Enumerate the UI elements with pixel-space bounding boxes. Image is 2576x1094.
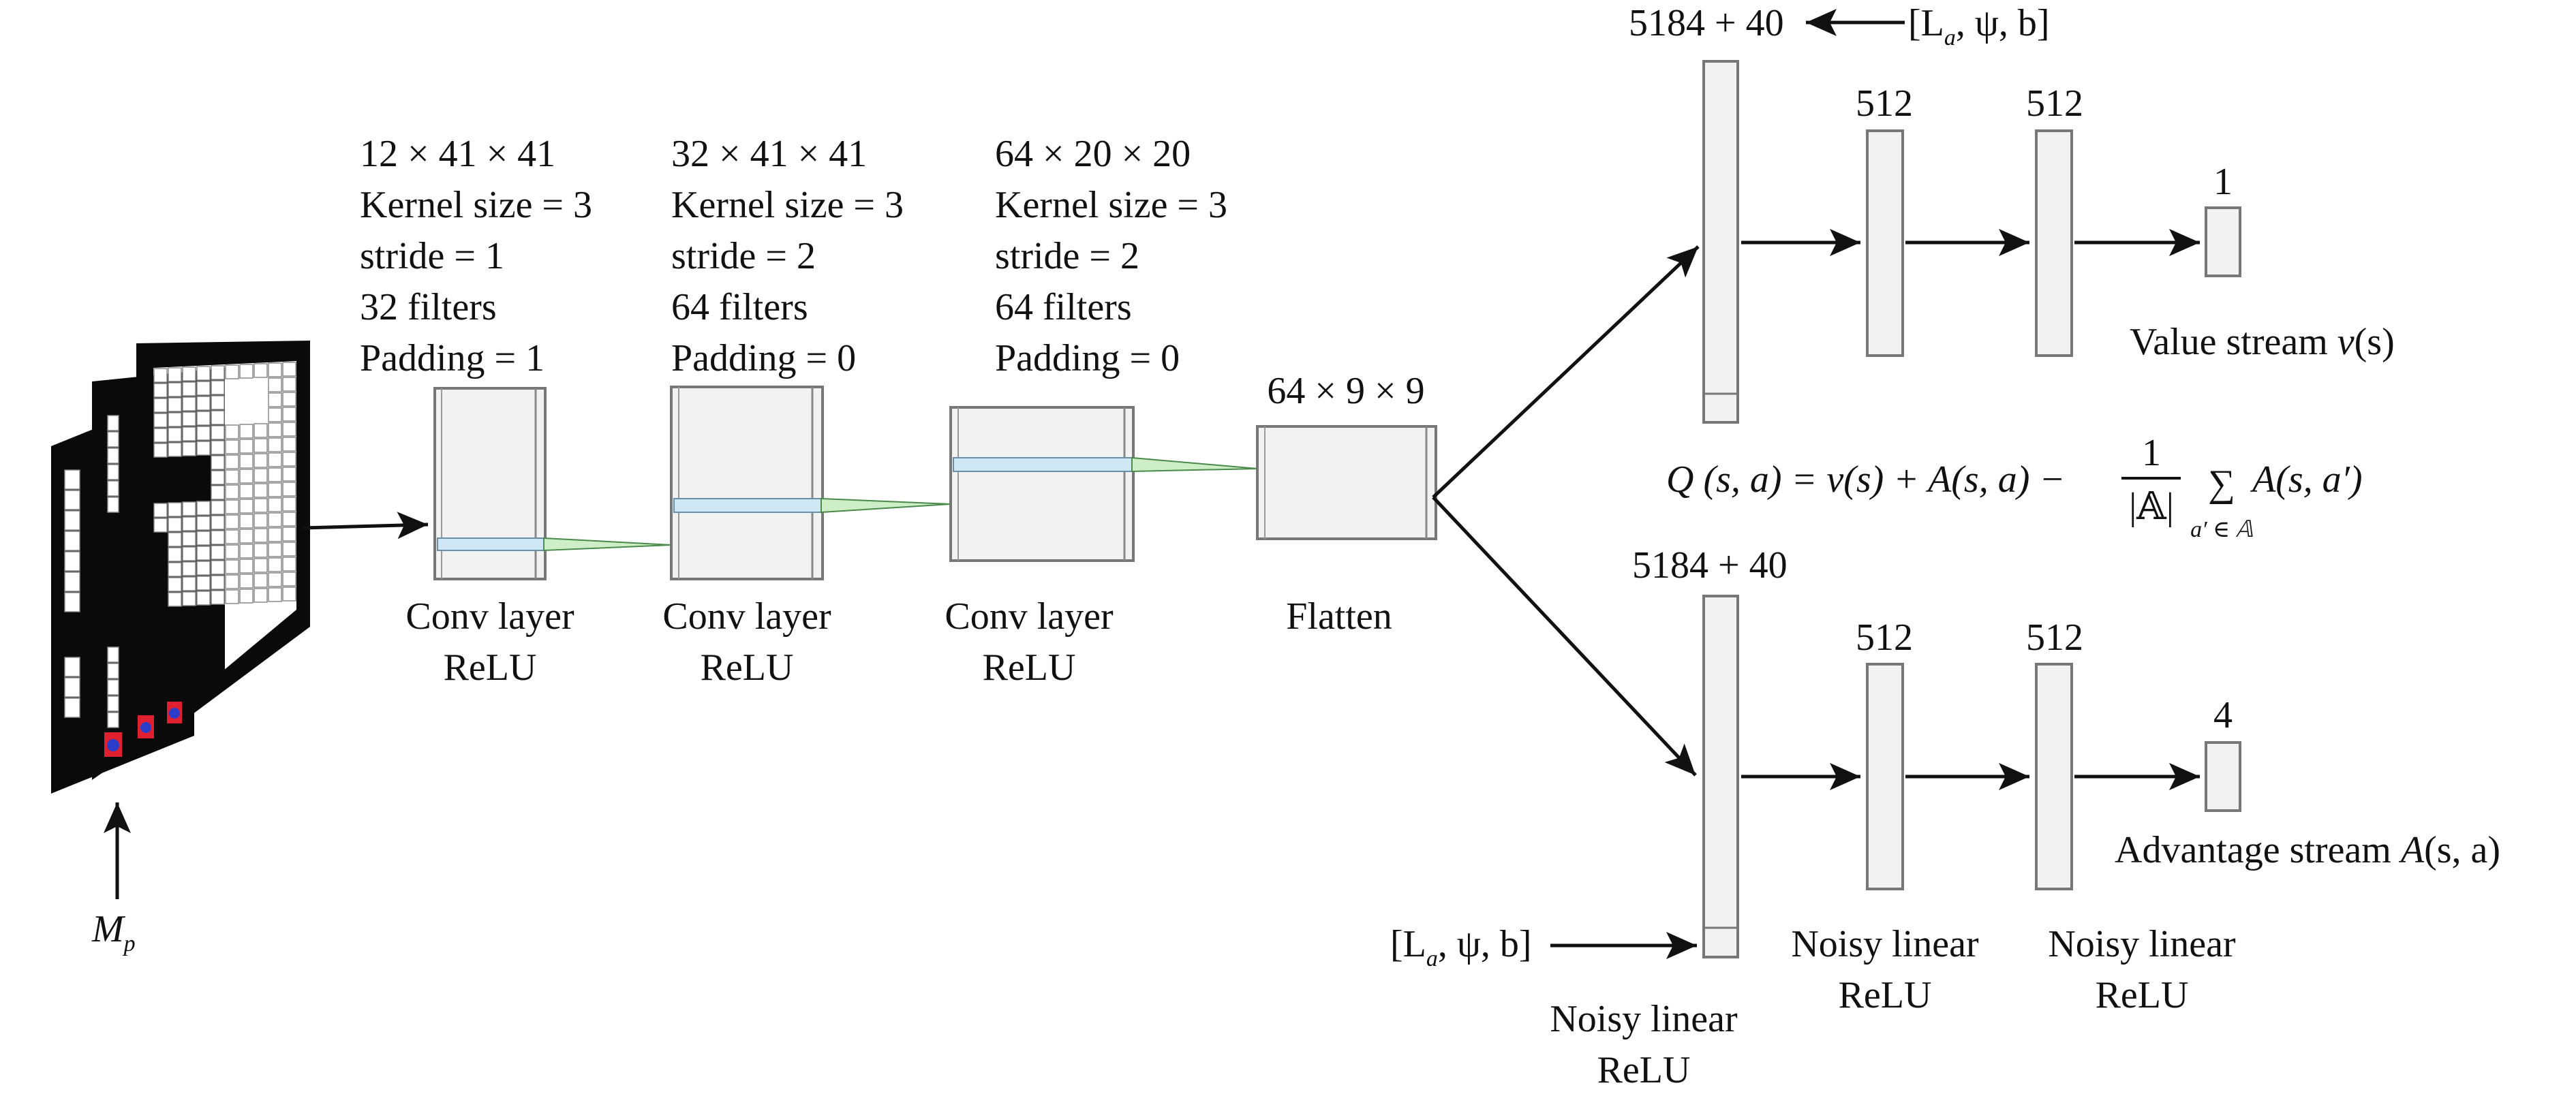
flatten-layer: 64 × 9 × 9 Flatten xyxy=(1256,370,1437,638)
conv1-kernel: Kernel size = 3 xyxy=(360,184,592,226)
advantage-hidden1-activation: ReLU xyxy=(1839,974,1932,1016)
conv3-stride: stride = 2 xyxy=(995,235,1139,277)
advantage-stream: 5184 + 40 [La, ψ, b] 512 512 4 Advantage… xyxy=(1390,544,2500,1091)
conv3-kernel: Kernel size = 3 xyxy=(995,184,1227,226)
conv2-filters: 64 filters xyxy=(671,286,808,328)
conv3-filters: 64 filters xyxy=(995,286,1132,328)
value-hidden1-size: 512 xyxy=(1856,82,1913,125)
arrow-flatten-to-advantage xyxy=(1432,496,1697,777)
advantage-hidden2-size: 512 xyxy=(2026,616,2083,659)
conv2-stride: stride = 2 xyxy=(671,235,816,277)
conv1-padding: Padding = 1 xyxy=(360,337,545,379)
equation-sum-subscript: a′ ∈ 𝔸 xyxy=(2190,517,2253,542)
agent-marker-1-dot xyxy=(107,739,119,751)
advantage-stream-label: Advantage stream A(s, a) xyxy=(2115,829,2500,871)
conv3-kernel-cone xyxy=(1131,456,1258,473)
conv1-activation: ReLU xyxy=(444,646,537,689)
conv3-volume xyxy=(949,406,1135,562)
conv-layer-1: 12 × 41 × 41 Kernel size = 3 stride = 1 … xyxy=(360,133,672,689)
map-grid-cells xyxy=(64,362,296,728)
map-layer-front xyxy=(51,388,194,794)
conv-layer-3: 64 × 20 × 20 Kernel size = 3 stride = 2 … xyxy=(945,133,1258,689)
agent-marker-3-dot xyxy=(169,708,180,719)
conv3-activation: ReLU xyxy=(983,646,1076,689)
flatten-name: Flatten xyxy=(1286,595,1392,638)
advantage-hidden2-activation: ReLU xyxy=(2096,974,2189,1016)
equation-lhs: Q (s, a) = v(s) + A(s, a) − xyxy=(1666,458,2065,501)
conv2-dims: 32 × 41 × 41 xyxy=(671,133,867,175)
advantage-input-size: 5184 + 40 xyxy=(1632,544,1788,587)
value-stream-label: Value stream v(s) xyxy=(2130,321,2395,363)
equation-fraction-numerator: 1 xyxy=(2142,432,2161,474)
agent-markers xyxy=(104,702,182,757)
advantage-hidden1-size: 512 xyxy=(1856,616,1913,659)
conv2-padding: Padding = 0 xyxy=(671,337,856,379)
conv3-padding: Padding = 0 xyxy=(995,337,1180,379)
conv1-dims: 12 × 41 × 41 xyxy=(360,133,555,175)
conv1-filters: 32 filters xyxy=(360,286,497,328)
value-input-size: 5184 + 40 xyxy=(1629,2,1784,44)
advantage-hidden2-name: Noisy linear xyxy=(2048,923,2236,965)
value-output-size: 1 xyxy=(2213,161,2233,203)
advantage-output-layer xyxy=(2205,741,2241,812)
equation-rhs: A(s, a′) xyxy=(2250,458,2363,501)
conv3-dims: 64 × 20 × 20 xyxy=(995,133,1191,175)
conv2-volume xyxy=(670,386,824,580)
conv2-kernel-cone xyxy=(821,497,951,514)
agent-marker-2-dot xyxy=(140,722,151,733)
value-output-layer xyxy=(2205,206,2241,277)
value-hidden2-layer xyxy=(2035,129,2073,357)
advantage-hidden1-layer xyxy=(1866,663,1904,890)
conv1-name: Conv layer xyxy=(405,595,574,638)
value-hidden2-size: 512 xyxy=(2026,82,2083,125)
advantage-extra-input: [La, ψ, b] xyxy=(1390,923,1532,971)
value-stream: 5184 + 40 [La, ψ, b] 512 512 1 Value str… xyxy=(1629,2,2395,424)
value-extra-input: [La, ψ, b] xyxy=(1908,2,2050,50)
conv1-feature-slice xyxy=(437,537,545,551)
conv-layer-2: 32 × 41 × 41 Kernel size = 3 stride = 2 … xyxy=(662,133,951,689)
advantage-output-size: 4 xyxy=(2213,694,2233,736)
advantage-input-layer xyxy=(1702,595,1739,958)
conv2-kernel: Kernel size = 3 xyxy=(671,184,904,226)
conv3-feature-slice xyxy=(953,457,1133,472)
value-input-layer xyxy=(1702,60,1739,424)
flatten-volume xyxy=(1256,425,1437,540)
conv2-feature-slice xyxy=(673,498,822,513)
arrow-input-to-conv1 xyxy=(303,512,429,540)
equation-fraction-denominator: |𝔸| xyxy=(2129,486,2174,528)
input-map-stack xyxy=(51,341,310,794)
advantage-input-layer-name: Noisy linear xyxy=(1550,998,1738,1040)
conv1-stride: stride = 1 xyxy=(360,235,504,277)
flatten-dims: 64 × 9 × 9 xyxy=(1267,370,1424,412)
arrow-flatten-to-value xyxy=(1432,245,1700,499)
conv3-name: Conv layer xyxy=(945,595,1114,638)
advantage-input-layer-activation: ReLU xyxy=(1597,1049,1691,1091)
advantage-hidden1-name: Noisy linear xyxy=(1791,923,1979,965)
conv2-name: Conv layer xyxy=(662,595,831,638)
equation-sum-symbol: ∑ xyxy=(2208,463,2235,505)
value-hidden1-layer xyxy=(1866,129,1904,357)
conv2-activation: ReLU xyxy=(701,646,794,689)
q-value-equation: Q (s, a) = v(s) + A(s, a) − 1 |𝔸| ∑ a′ ∈… xyxy=(1666,432,2363,542)
conv1-kernel-cone xyxy=(543,537,672,552)
input-label: Mp xyxy=(91,908,136,956)
advantage-hidden2-layer xyxy=(2035,663,2073,890)
